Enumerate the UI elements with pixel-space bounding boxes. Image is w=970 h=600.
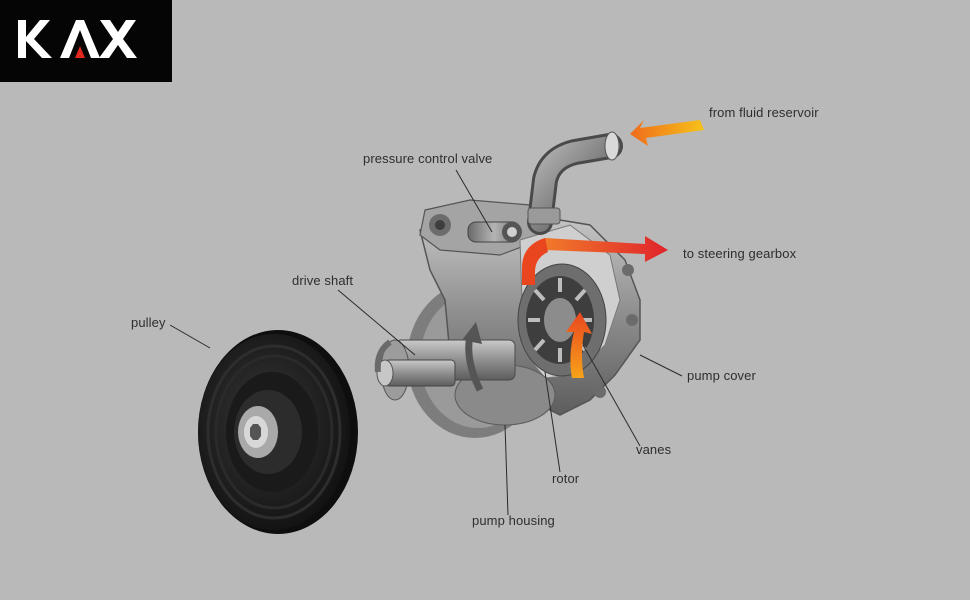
label-pulley: pulley bbox=[131, 315, 166, 330]
label-to-steering-gearbox: to steering gearbox bbox=[683, 246, 797, 261]
flow-rotor-arrow bbox=[566, 312, 592, 378]
inlet-hose bbox=[527, 131, 623, 235]
logo-accent-triangle bbox=[75, 46, 85, 58]
drive-shaft-part bbox=[374, 322, 516, 401]
label-from-fluid-reservoir: from fluid reservoir bbox=[709, 105, 819, 120]
label-pump-housing: pump housing bbox=[472, 513, 555, 528]
flow-in-arrow bbox=[630, 120, 704, 146]
label-drive-shaft: drive shaft bbox=[292, 273, 354, 288]
leader-lines bbox=[169, 169, 683, 516]
label-pressure-control-valve: pressure control valve bbox=[363, 151, 493, 166]
label-vanes: vanes bbox=[636, 442, 672, 457]
kax-logo-icon bbox=[18, 20, 137, 58]
flow-out-arrow bbox=[545, 236, 668, 262]
pump-body bbox=[407, 199, 641, 438]
label-pump-cover: pump cover bbox=[687, 368, 756, 383]
label-rotor: rotor bbox=[552, 471, 580, 486]
fluid-flow-arrows bbox=[522, 120, 704, 378]
brand-logo bbox=[0, 0, 172, 82]
pulley-part bbox=[198, 330, 358, 534]
